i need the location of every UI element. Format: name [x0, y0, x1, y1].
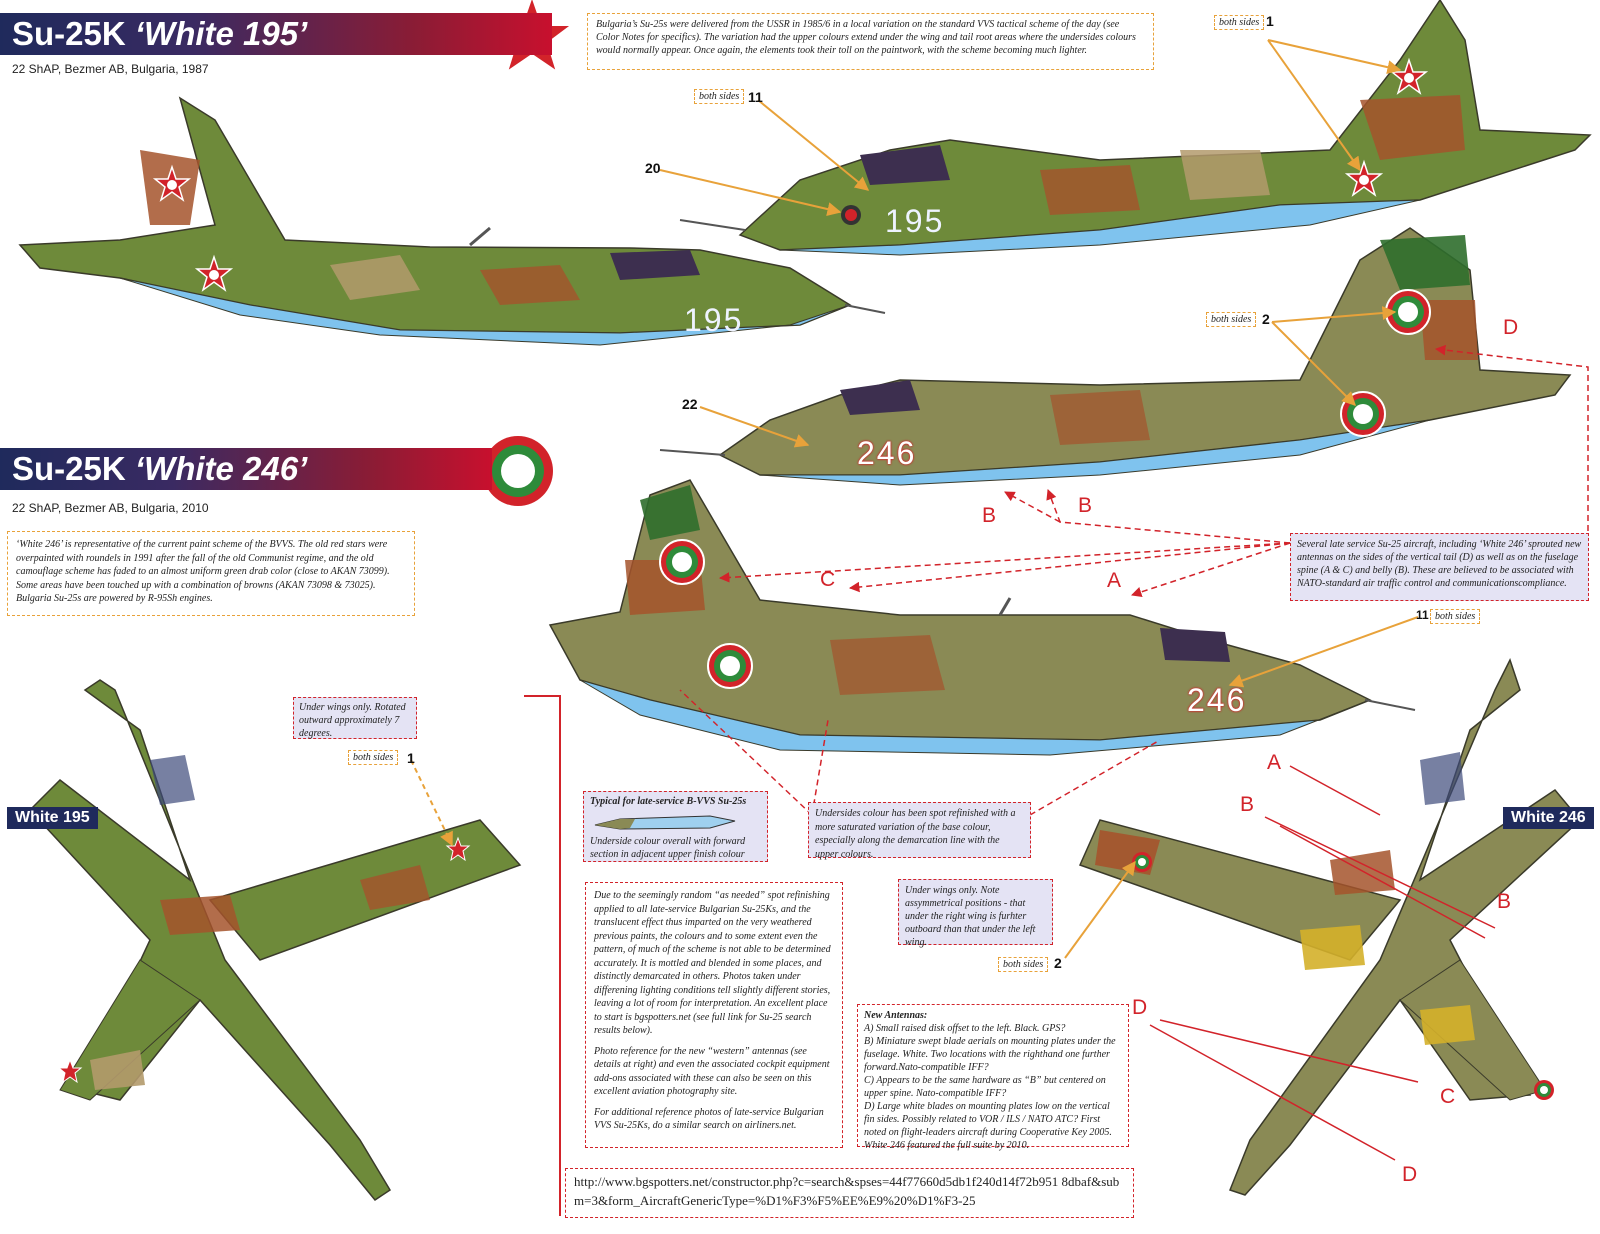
new-antennas-d: D) Large white blades on mounting plates…	[864, 1101, 1112, 1151]
plate-white-246: White 246	[1503, 807, 1594, 829]
typical-box: Typical for late-service B-VVS Su-25s Un…	[583, 791, 768, 862]
bulgarian-roundel-insignia	[483, 436, 553, 506]
title-246-prefix: Su-25K	[12, 450, 126, 487]
antenna-label-b: B	[982, 504, 997, 527]
subtitle-246: 22 ShAP, Bezmer AB, Bulgaria, 2010	[12, 501, 209, 515]
profile-246-left	[548, 479, 1416, 756]
new-antennas-b: B) Miniature swept blade aerials on moun…	[864, 1036, 1116, 1073]
callout-arrows-orange	[410, 39, 1419, 959]
title-246-name: ‘White 246’	[134, 450, 308, 487]
plate-white-195: White 195	[7, 807, 98, 829]
callout-number-11: 11	[1416, 608, 1429, 622]
under-wings-246-note: Under wings only. Note assymmetrical pos…	[898, 879, 1053, 948]
title-banner-246: Su-25K ‘White 246’	[0, 448, 492, 490]
new-antennas-a: A) Small raised disk offset to the left.…	[864, 1023, 1066, 1034]
antenna-label-b: B	[1497, 890, 1512, 913]
antenna-label-b: B	[1240, 793, 1255, 816]
spot-refinishing-note: Due to the seemingly random “as needed” …	[585, 882, 843, 1148]
new-antennas-c: C) Appears to be the same hardware as “B…	[864, 1075, 1106, 1099]
new-antennas-note: New Antennas: A) Small raised disk offse…	[857, 1004, 1129, 1151]
callout-lines-red	[679, 344, 1589, 816]
antenna-label-d: D	[1132, 996, 1148, 1019]
both-sides-tag: both sides	[1206, 312, 1257, 327]
both-sides-tag: both sides	[348, 750, 399, 765]
callout-number-1: 1	[407, 750, 415, 766]
both-sides-tag: both sides	[1430, 609, 1481, 624]
profile-195-left	[18, 96, 886, 346]
under-wings-195-note: Under wings only. Rotated outward approx…	[293, 697, 417, 739]
callout-number-11: 11	[748, 89, 763, 105]
callout-number-22: 22	[682, 396, 698, 412]
serial-195-left: 195	[684, 302, 744, 338]
antenna-pointer-lines	[1149, 765, 1496, 1161]
typical-title: Typical for late-service B-VVS Su-25s	[590, 796, 747, 807]
undersides-note: Undersides colour has been spot refinish…	[808, 802, 1031, 860]
antenna-label-b: B	[1078, 494, 1093, 517]
callout-number-2: 2	[1262, 311, 1270, 327]
callout-number-2: 2	[1054, 955, 1062, 971]
antennas-note: Several late service Su-25 aircraft, inc…	[1290, 533, 1589, 601]
title-195-prefix: Su-25K	[12, 15, 126, 52]
subtitle-195: 22 ShAP, Bezmer AB, Bulgaria, 1987	[12, 62, 209, 76]
new-antennas-title: New Antennas:	[864, 1010, 928, 1021]
planform-195	[28, 679, 522, 1202]
antenna-label-c: C	[1440, 1085, 1456, 1108]
title-195-name: ‘White 195’	[134, 15, 308, 52]
typical-diagram	[594, 814, 736, 830]
profile-195-right	[679, 0, 1592, 256]
planform-246	[1078, 658, 1582, 1196]
both-sides-tag: both sides	[694, 89, 745, 104]
typical-caption: Underside colour overall with forward se…	[590, 835, 746, 861]
note-246: ‘White 246’ is representative of the cur…	[7, 531, 415, 616]
intro-note: Bulgaria’s Su-25s were delivered from th…	[587, 13, 1154, 70]
antenna-label-a: A	[1267, 751, 1282, 774]
separator-line	[524, 695, 561, 1216]
callout-number-1: 1	[1266, 13, 1274, 29]
antenna-label-c: C	[820, 568, 836, 591]
bgspotters-link[interactable]: http://www.bgspotters.net/constructor.ph…	[565, 1168, 1134, 1218]
serial-195-right: 195	[885, 203, 945, 239]
title-banner-195: Su-25K ‘White 195’	[0, 13, 552, 55]
serial-246-left: 246	[1187, 682, 1247, 718]
serial-246-right: 246	[857, 435, 917, 471]
antenna-label-d: D	[1402, 1163, 1418, 1186]
callout-number-20: 20	[645, 160, 661, 176]
both-sides-tag: both sides	[1214, 15, 1265, 30]
spot-note-p2: Photo reference for the new “western” an…	[594, 1045, 830, 1098]
antenna-label-d: D	[1503, 316, 1519, 339]
spot-note-p3: For additional reference photos of late-…	[594, 1106, 824, 1132]
both-sides-tag: both sides	[998, 957, 1049, 972]
antenna-label-a: A	[1107, 569, 1122, 592]
spot-note-p1: Due to the seemingly random “as needed” …	[594, 890, 831, 1036]
